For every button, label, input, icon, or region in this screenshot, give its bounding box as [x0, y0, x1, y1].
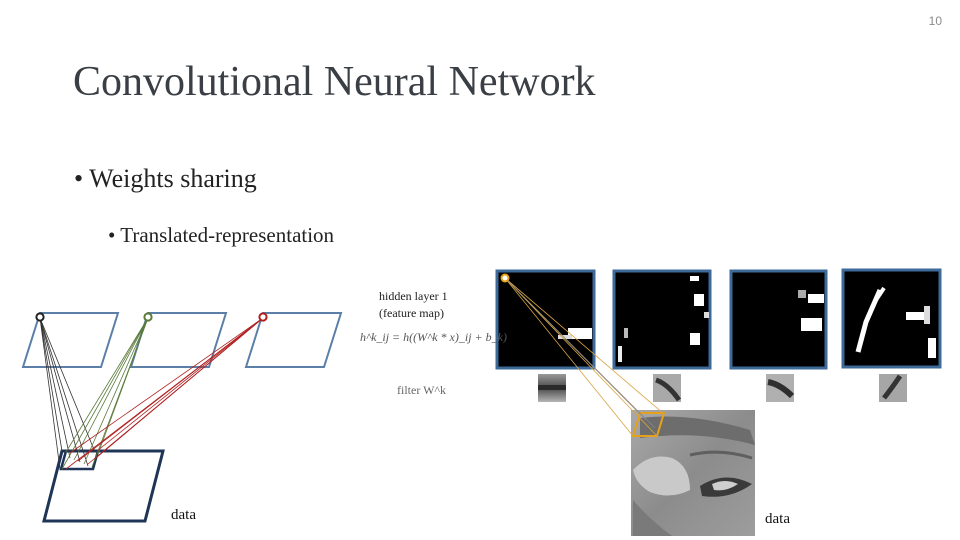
filter-kernel-3 [766, 374, 795, 402]
hidden-unit-2 [143, 312, 153, 322]
feature-map-4 [841, 268, 942, 369]
hidden-panel-1 [21, 312, 120, 368]
filter-kernel-2 [653, 374, 682, 402]
bullet-weights-sharing: • Weights sharing [74, 164, 257, 193]
hidden-layer-label-line2: (feature map) [379, 306, 444, 320]
hidden-unit-1 [35, 312, 45, 322]
slide-number: 10 [928, 14, 942, 28]
face-image [631, 410, 755, 536]
hidden-layer-label-line1: hidden layer 1 [379, 289, 448, 303]
filter-kernel-4 [879, 374, 907, 402]
hidden-unit-3 [258, 312, 268, 322]
feature-map-3 [729, 269, 828, 370]
filter-kernel-1 [538, 374, 566, 402]
convolution-formula: h^k_ij = h((W^k * x)_ij + b_k) [360, 330, 507, 344]
connections-unit-1 [39, 317, 96, 470]
data-label-right: data [765, 511, 790, 527]
input-data-panel [42, 449, 165, 523]
feature-map-2 [612, 269, 712, 370]
receptive-field-patch [59, 449, 100, 471]
bullet-text: Translated-representation [120, 223, 335, 247]
hidden-layer-label: hidden layer 1 (feature map) [379, 288, 448, 322]
bullet-translated-representation: • Translated-representation [108, 223, 335, 247]
filter-label: filter W^k [397, 383, 447, 397]
hidden-panel-3 [244, 312, 343, 368]
bullet-text: Weights sharing [89, 164, 257, 193]
data-label-left: data [171, 507, 196, 523]
feature-unit-node [500, 273, 510, 283]
slide-title: Convolutional Neural Network [73, 59, 596, 105]
connections-feature-to-patch-dark [504, 277, 656, 429]
connections-unit-2 [61, 317, 149, 470]
connections-unit-3 [65, 317, 264, 470]
